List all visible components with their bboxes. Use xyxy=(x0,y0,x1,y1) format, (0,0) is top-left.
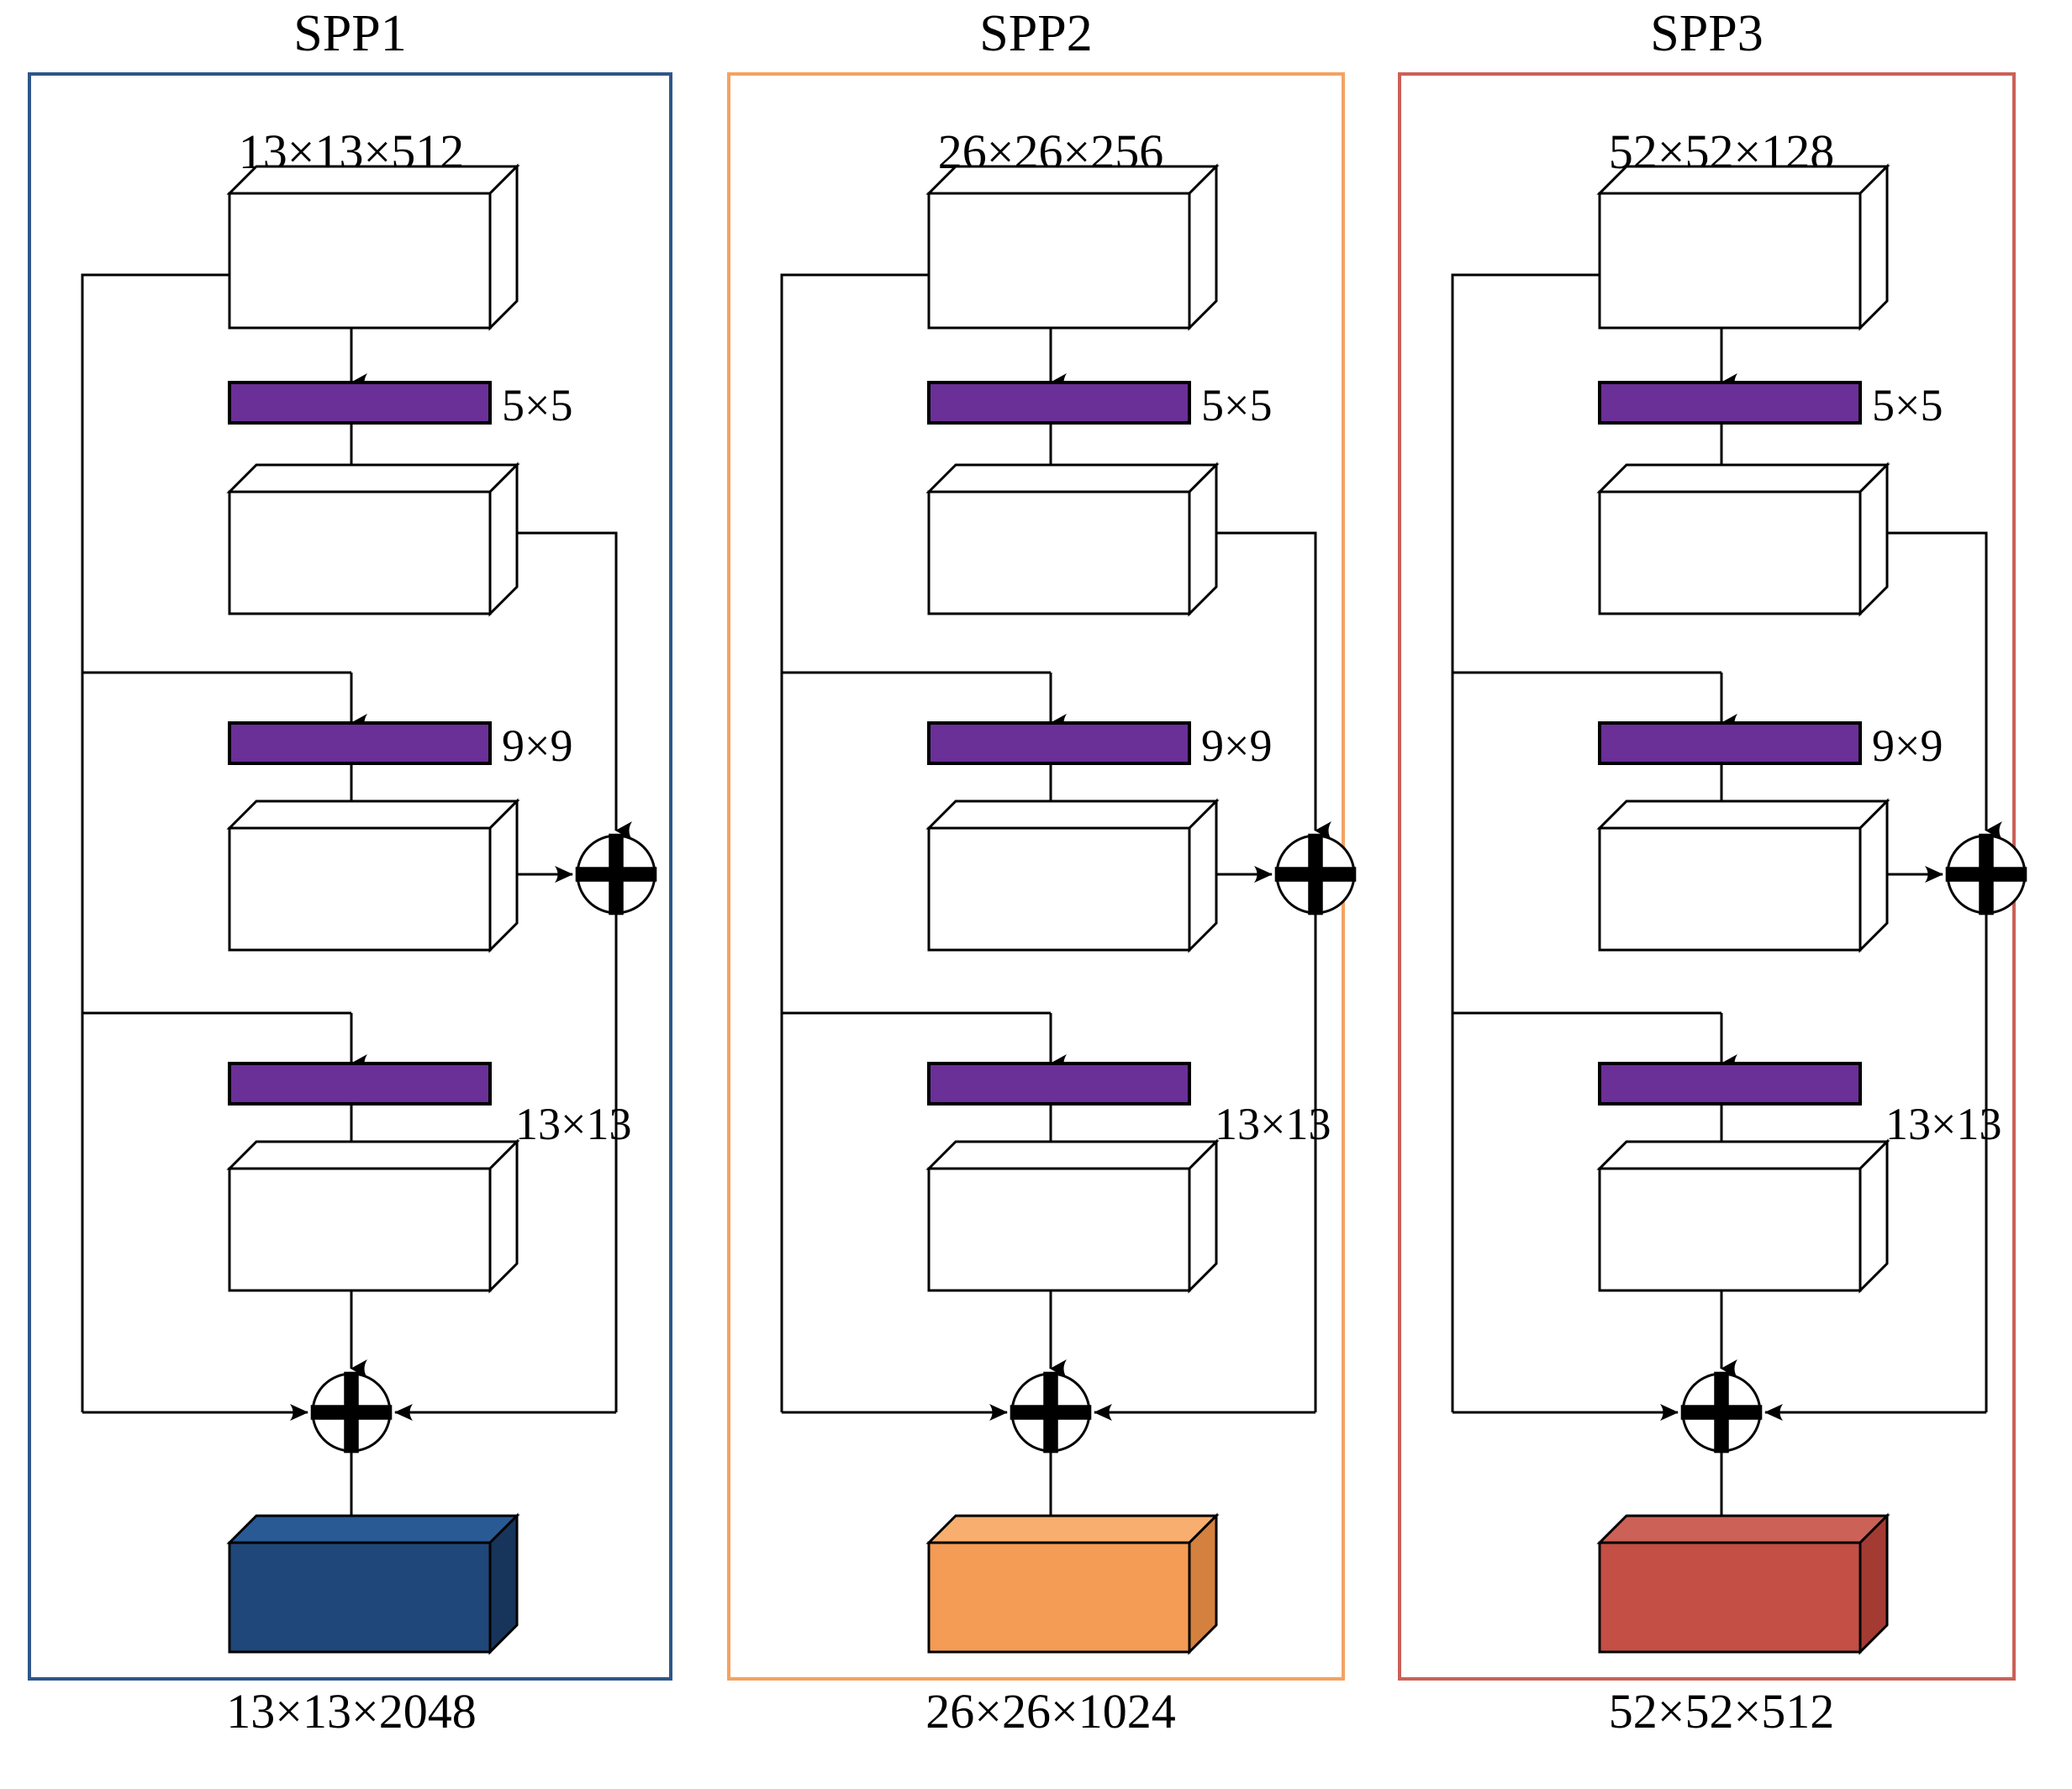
spp1-cube-3-top-face xyxy=(226,1140,520,1170)
spp3-cube-2-front-face xyxy=(1598,826,1862,952)
spp2-cube-3-side-face xyxy=(1188,1138,1218,1294)
spp3-pool-bar-9x9 xyxy=(1598,721,1862,765)
spp3-input-cube-front-face xyxy=(1598,192,1862,330)
spp1-sum-node-bottom-plus-horizontal xyxy=(310,1405,393,1420)
spp3-cube-1-side-face xyxy=(1858,462,1889,617)
spp1-pool-label-5x5: 5×5 xyxy=(502,380,572,430)
spp2-skip-input-rail xyxy=(780,273,929,1412)
spp3-skip-input-rail xyxy=(1451,273,1600,1412)
spp3-cube-3-side-face xyxy=(1858,1138,1889,1294)
spp3-sum-node-bottom-plus-horizontal xyxy=(1680,1405,1763,1420)
spp3-input-cube-top-face xyxy=(1596,165,1890,195)
spp1-input-cube-side-face xyxy=(488,163,519,331)
spp2-skip-cube1-rail xyxy=(1216,531,1317,794)
spp1-cube-1-front-face xyxy=(228,490,492,615)
spp2-output-cube-top-face xyxy=(925,1514,1220,1544)
spp1-output-cube-front-face xyxy=(228,1541,492,1654)
spp2-cube-3-top-face xyxy=(925,1140,1220,1170)
spp1-skip-input-rail xyxy=(81,273,229,1412)
spp3-pool-label-9x9: 9×9 xyxy=(1872,720,1943,771)
spp2-pool-bar-13x13 xyxy=(927,1062,1191,1106)
spp3-cube-1-top-face xyxy=(1596,463,1890,493)
spp2-output-cube-front-face xyxy=(927,1541,1191,1654)
spp1-input-cube-front-face xyxy=(228,192,492,330)
spp1-cube-1-top-face xyxy=(226,463,520,493)
spp2-cube-1-top-face xyxy=(925,463,1220,493)
spp2-pool-label-5x5: 5×5 xyxy=(1201,380,1272,430)
spp1-pool-bar-13x13 xyxy=(228,1062,492,1106)
spp1-cube-2-top-face xyxy=(226,800,520,830)
spp1-cube-3-side-face xyxy=(488,1138,519,1294)
spp1-pool-label-9x9: 9×9 xyxy=(502,720,572,771)
spp3-sum-node-mid-plus-horizontal xyxy=(1945,867,2027,882)
spp2-pool-label-13x13: 13×13 xyxy=(1215,1099,1331,1149)
spp2-cube-3-front-face xyxy=(927,1167,1191,1292)
spp2-pool-bar-9x9 xyxy=(927,721,1191,765)
spp3-cube-3-top-face xyxy=(1596,1140,1890,1170)
spp1-skip-cube1-rail xyxy=(517,531,618,794)
spp3-cube-2-side-face xyxy=(1858,798,1889,953)
spp1-output-cube-top-face xyxy=(226,1514,520,1544)
spp1-pool-bar-5x5 xyxy=(228,381,492,425)
spp2-input-cube-side-face xyxy=(1188,163,1218,331)
panel-title-spp3: SPP3 xyxy=(1650,5,1764,62)
spp1-output-label: 13×13×2048 xyxy=(226,1684,476,1739)
spp3-cube-1-front-face xyxy=(1598,490,1862,615)
spp1-input-cube-top-face xyxy=(226,165,520,195)
spp3-cube-3-front-face xyxy=(1598,1167,1862,1292)
spp2-pool-label-9x9: 9×9 xyxy=(1201,720,1272,771)
spp3-pool-bar-13x13 xyxy=(1598,1062,1862,1106)
spp2-cube-2-side-face xyxy=(1188,798,1218,953)
spp1-cube-2-side-face xyxy=(488,798,519,953)
spp2-cube-2-front-face xyxy=(927,826,1191,952)
spp3-pool-label-13x13: 13×13 xyxy=(1885,1099,2001,1149)
spp3-pool-label-5x5: 5×5 xyxy=(1872,380,1943,430)
panel-title-spp1: SPP1 xyxy=(293,5,407,62)
spp1-sum-node-mid-plus-horizontal xyxy=(575,867,657,882)
spp1-cube-1-side-face xyxy=(488,462,519,617)
spp3-skip-cube1-rail xyxy=(1887,531,1988,794)
spp3-input-cube-side-face xyxy=(1858,163,1889,331)
spp2-sum-node-mid-plus-horizontal xyxy=(1274,867,1357,882)
spp2-input-cube-top-face xyxy=(925,165,1220,195)
panel-frame-spp1 xyxy=(28,72,672,1681)
spp2-output-label: 26×26×1024 xyxy=(925,1684,1175,1739)
spp2-cube-1-side-face xyxy=(1188,462,1218,617)
spp3-cube-2-top-face xyxy=(1596,800,1890,830)
spp2-pool-bar-5x5 xyxy=(927,381,1191,425)
spp1-cube-3-front-face xyxy=(228,1167,492,1292)
spp2-cube-1-front-face xyxy=(927,490,1191,615)
spp1-pool-bar-9x9 xyxy=(228,721,492,765)
spp1-pool-label-13x13: 13×13 xyxy=(515,1099,631,1149)
spp2-cube-2-top-face xyxy=(925,800,1220,830)
spp2-input-cube-front-face xyxy=(927,192,1191,330)
spp3-pool-bar-5x5 xyxy=(1598,381,1862,425)
spp2-sum-node-bottom-plus-horizontal xyxy=(1010,1405,1092,1420)
spp3-output-label: 52×52×512 xyxy=(1609,1684,1834,1739)
spp3-output-cube-front-face xyxy=(1598,1541,1862,1654)
spp3-output-cube-top-face xyxy=(1596,1514,1890,1544)
panel-title-spp2: SPP2 xyxy=(979,5,1093,62)
spp1-cube-2-front-face xyxy=(228,826,492,952)
